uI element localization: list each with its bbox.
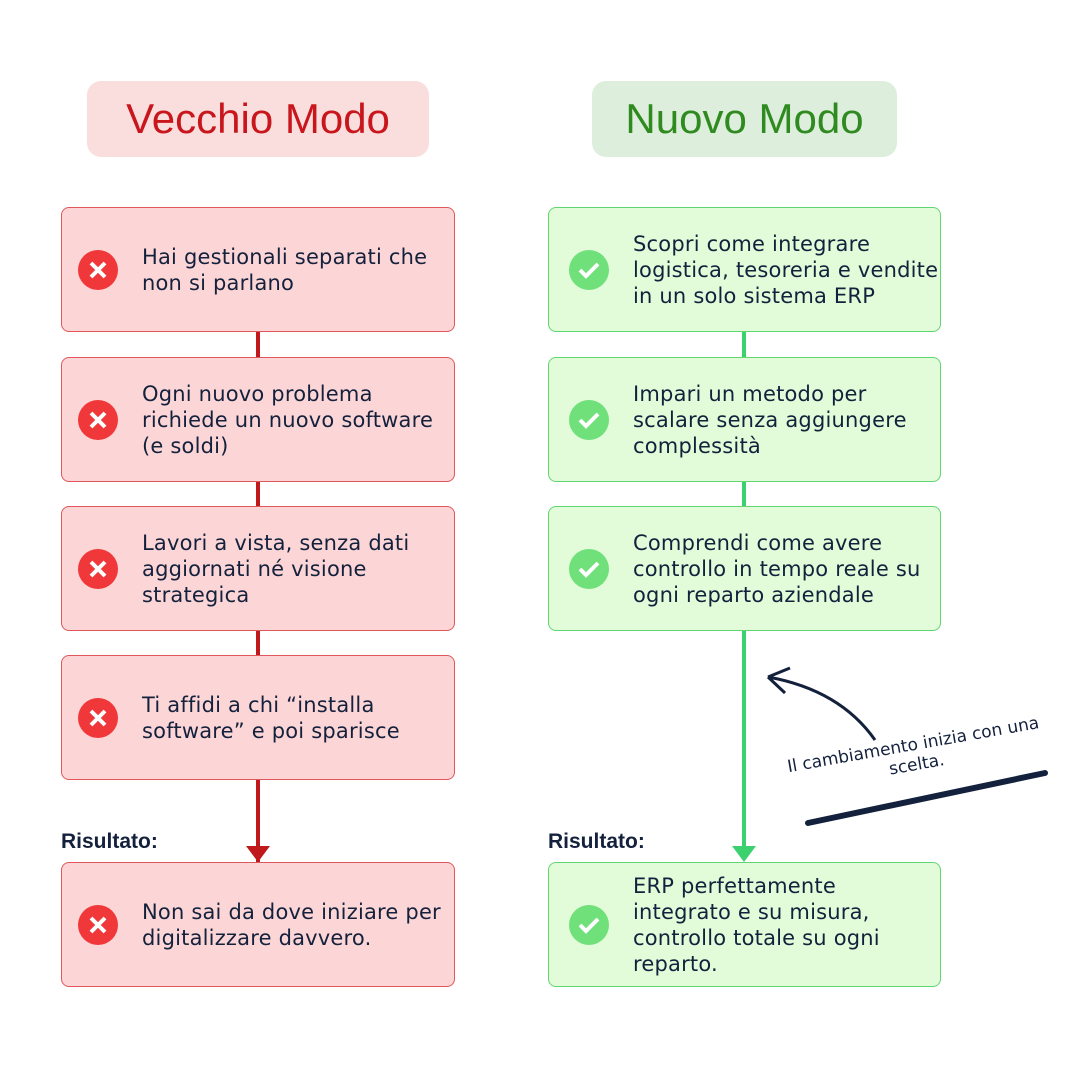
old-item-text: Ti affidi a chi “installa software” e po… [142, 692, 400, 743]
old-item: Ogni nuovo problema richiede un nuovo so… [61, 357, 455, 482]
underline-stroke [805, 770, 1048, 826]
new-item: Impari un metodo per scalare senza aggiu… [548, 357, 941, 482]
curved-arrow-icon [766, 666, 1048, 826]
old-item: Lavori a vista, senza dati aggiornati né… [61, 506, 455, 631]
new-item-text: Impari un metodo per scalare senza aggiu… [633, 381, 907, 458]
old-item: Hai gestionali separati che non si parla… [61, 207, 455, 332]
new-result-label: Risultato: [548, 830, 645, 853]
check-circle-icon [569, 399, 609, 440]
check-circle-icon [569, 249, 609, 290]
new-result: ERP perfettamente integrato e su misura,… [548, 862, 941, 987]
new-result-text: ERP perfettamente integrato e su misura,… [633, 873, 880, 976]
old-item: Ti affidi a chi “installa software” e po… [61, 655, 455, 780]
new-item: Scopri come integrare logistica, tesorer… [548, 207, 941, 332]
new-item-text: Comprendi come avere controllo in tempo … [633, 530, 921, 607]
old-result-text: Non sai da dove iniziare per digitalizza… [142, 899, 441, 950]
old-arrowhead-icon [246, 846, 270, 862]
old-item-text: Lavori a vista, senza dati aggiornati né… [142, 530, 410, 607]
new-item: Comprendi come avere controllo in tempo … [548, 506, 941, 631]
old-result-label: Risultato: [61, 830, 158, 853]
x-circle-icon [78, 399, 118, 440]
old-item-text: Ogni nuovo problema richiede un nuovo so… [142, 381, 434, 458]
new-arrowhead-icon [732, 846, 756, 862]
x-circle-icon [78, 904, 118, 945]
new-item-text: Scopri come integrare logistica, tesorer… [633, 231, 939, 308]
check-circle-icon [569, 548, 609, 589]
old-item-text: Hai gestionali separati che non si parla… [142, 244, 428, 295]
new-way-title: Nuovo Modo [592, 81, 897, 157]
x-circle-icon [78, 697, 118, 738]
check-circle-icon [569, 904, 609, 945]
x-circle-icon [78, 249, 118, 290]
old-way-title: Vecchio Modo [87, 81, 429, 157]
x-circle-icon [78, 548, 118, 589]
old-result: Non sai da dove iniziare per digitalizza… [61, 862, 455, 987]
